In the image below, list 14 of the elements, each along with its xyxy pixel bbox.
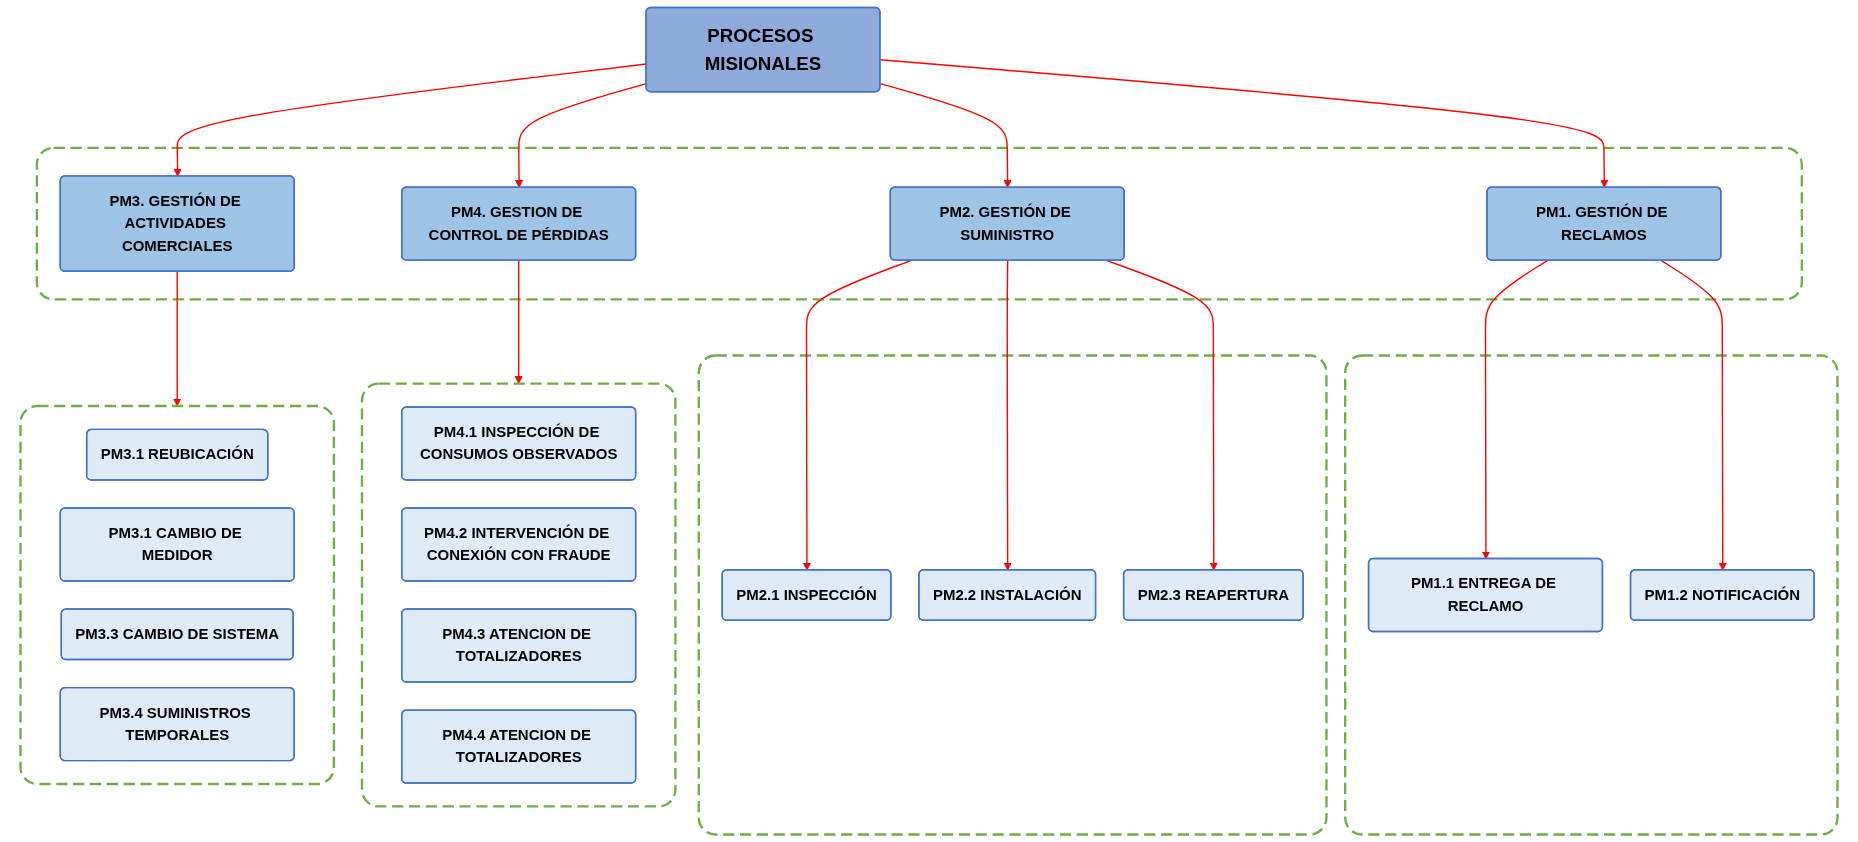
arrow: [1003, 259, 1012, 571]
arrow: [514, 259, 523, 384]
cluster: [360, 382, 677, 808]
arrow: [879, 59, 1609, 188]
cluster: [697, 354, 1328, 836]
arrow: [879, 82, 1012, 188]
arrow: [1660, 259, 1727, 571]
arrow: [1106, 259, 1218, 571]
cluster: [19, 404, 336, 786]
arrow: [173, 270, 182, 407]
cluster: [1344, 354, 1839, 836]
arrow: [1481, 259, 1549, 560]
arrow: [802, 259, 912, 571]
cluster: [35, 146, 1803, 301]
